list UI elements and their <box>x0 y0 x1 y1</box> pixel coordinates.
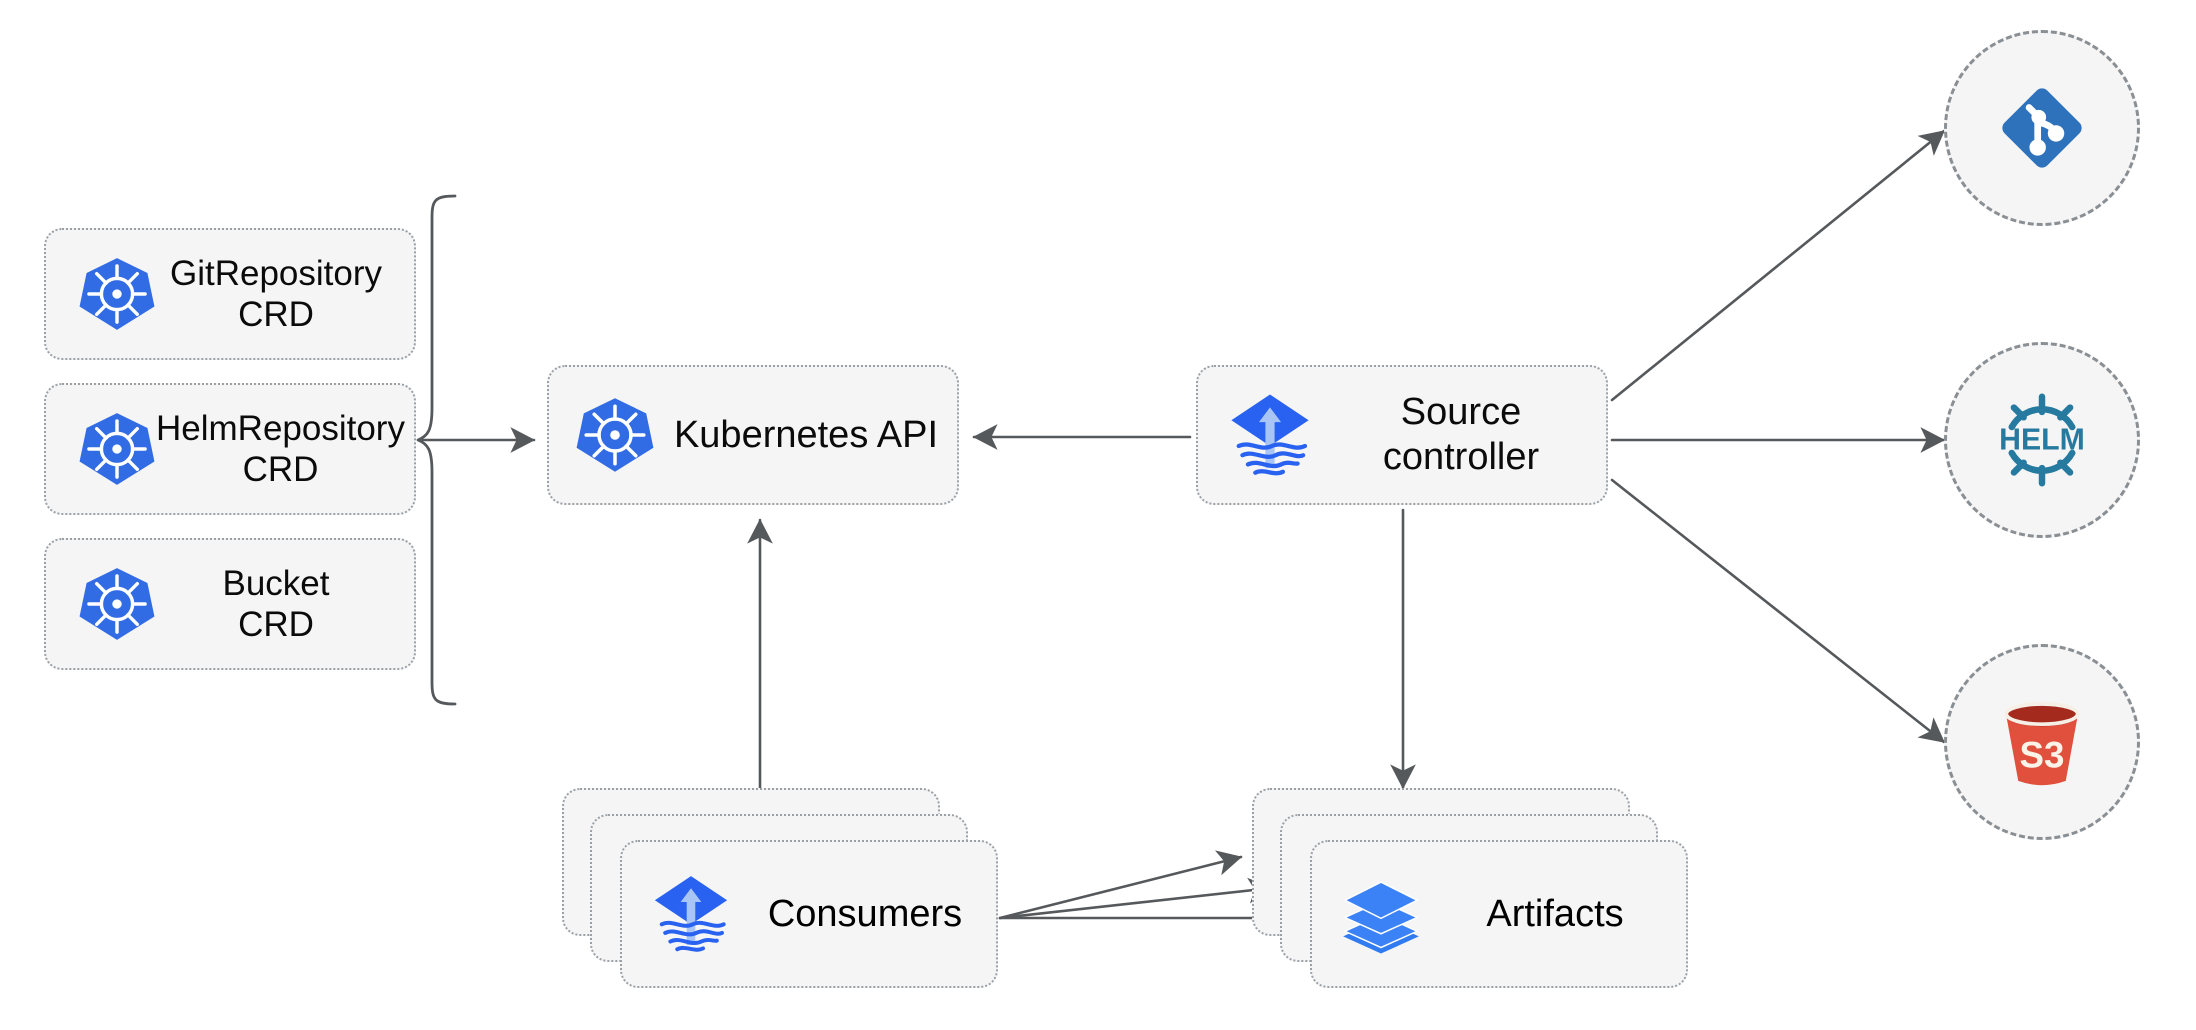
consumers-card-front[interactable]: Consumers <box>620 840 998 988</box>
crd-card-helm-repository[interactable]: HelmRepository CRD <box>44 383 416 515</box>
node-label: Artifacts <box>1486 892 1624 935</box>
crd-card-label: GitRepository CRD <box>169 253 383 334</box>
external-source-git[interactable] <box>1944 30 2140 226</box>
flux-icon <box>648 871 734 957</box>
node-label: Source controller <box>1382 391 1540 478</box>
kubernetes-icon <box>78 255 156 333</box>
flux-icon <box>1224 389 1316 481</box>
edge-consumers-to-artifacts-top <box>998 850 1243 920</box>
s3-bucket-icon: S3 <box>1988 688 2096 796</box>
crd-card-label: Bucket CRD <box>222 563 330 644</box>
crd-card-label: HelmRepository CRD <box>156 408 405 489</box>
helm-icon: HELM <box>1988 386 2096 494</box>
node-consumers[interactable]: Consumers <box>562 788 1002 988</box>
git-icon <box>1988 74 2096 182</box>
crd-brace <box>416 194 457 706</box>
node-label: Kubernetes API <box>673 413 939 456</box>
artifacts-card-front[interactable]: Artifacts <box>1310 840 1688 988</box>
kubernetes-icon <box>78 565 156 643</box>
crd-card-git-repository[interactable]: GitRepository CRD <box>44 228 416 360</box>
external-source-s3[interactable]: S3 <box>1944 644 2140 840</box>
external-source-helm[interactable]: HELM <box>1944 342 2140 538</box>
edge-consumers-to-artifacts-mid <box>998 877 1274 920</box>
layers-icon <box>1338 871 1424 957</box>
kubernetes-icon <box>575 395 655 475</box>
node-artifacts[interactable]: Artifacts <box>1252 788 1692 988</box>
node-kubernetes-api[interactable]: Kubernetes API <box>547 365 959 505</box>
node-source-controller[interactable]: Source controller <box>1196 365 1608 505</box>
kubernetes-icon <box>78 410 156 488</box>
edge-source-controller-to-git <box>1610 129 1946 402</box>
helm-logo-text: HELM <box>1999 424 2085 457</box>
s3-logo-text: S3 <box>2020 734 2065 775</box>
crd-card-bucket[interactable]: Bucket CRD <box>44 538 416 670</box>
node-label: Consumers <box>767 892 963 935</box>
edge-source-controller-to-s3 <box>1610 478 1946 744</box>
